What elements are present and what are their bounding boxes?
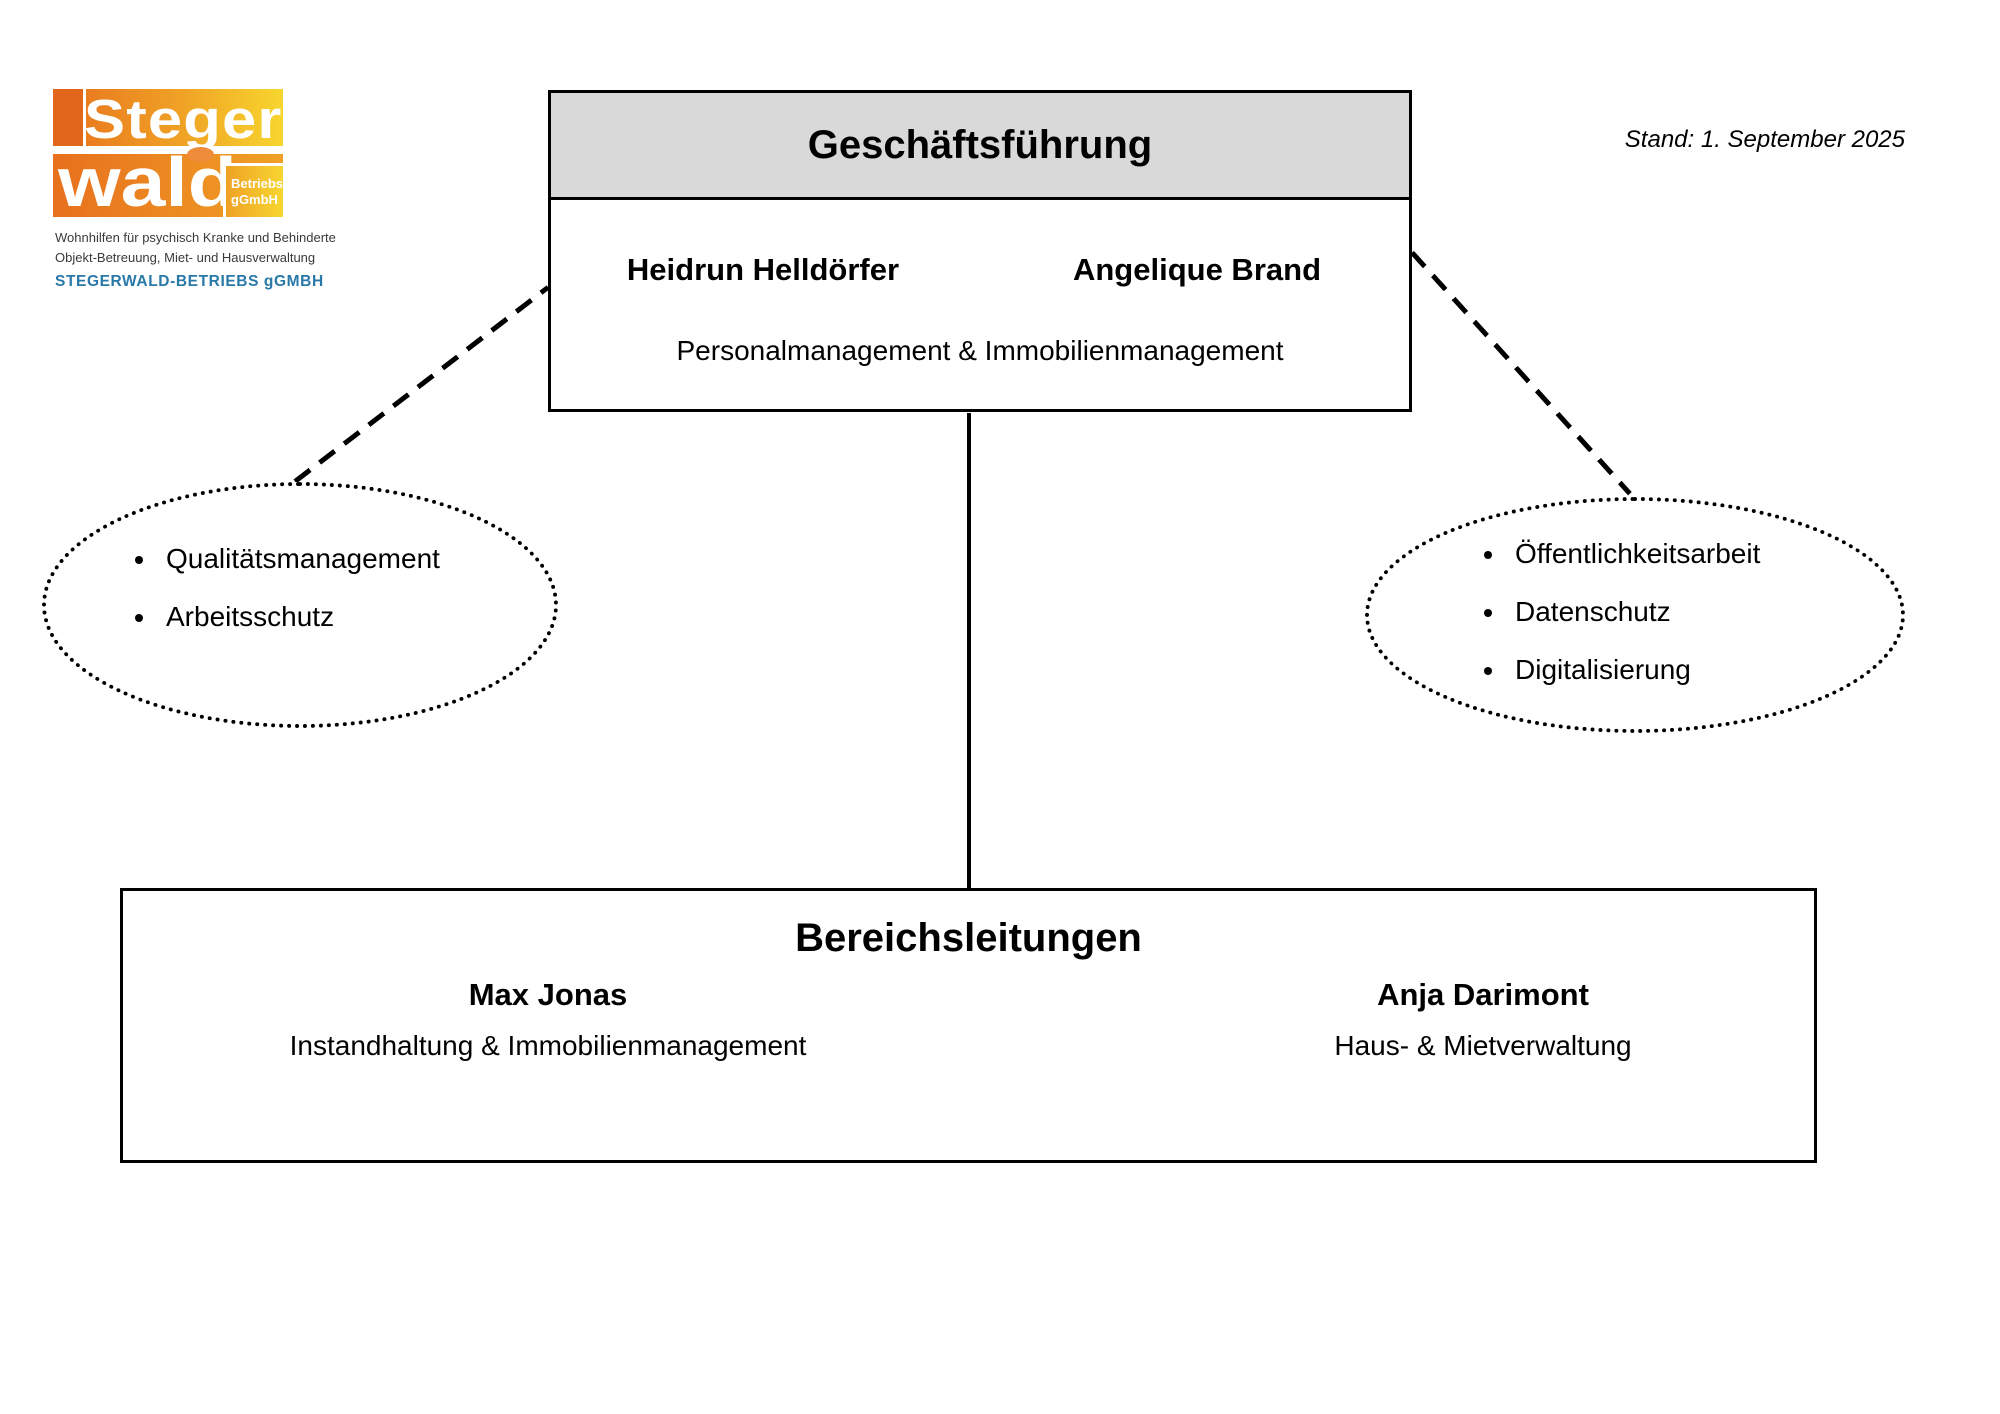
management-box-header: Geschäftsführung xyxy=(551,93,1409,200)
logo-badge-line1: Betriebs xyxy=(231,176,284,191)
list-item: Digitalisierung xyxy=(1507,653,1901,687)
logo-badge-line2: gGmbH xyxy=(231,192,278,207)
departments-title: Bereichsleitungen xyxy=(795,916,1142,960)
lead-name: Max Jonas xyxy=(468,977,628,1012)
vertical-connector xyxy=(967,413,971,888)
staff-list-right: Öffentlichkeitsarbeit Datenschutz Digita… xyxy=(1369,501,1901,687)
member-name: Heidrun Helldörfer xyxy=(626,252,900,287)
staff-list-left: Qualitätsmanagement Arbeitsschutz xyxy=(46,486,554,634)
departments-leads-row: Max Jonas Instandhaltung & Immobilienman… xyxy=(123,977,1814,1077)
staff-ellipse-right: Öffentlichkeitsarbeit Datenschutz Digita… xyxy=(1365,497,1905,733)
logo-betriebs-badge: Betriebs gGmbH xyxy=(223,163,283,217)
dashed-connector-right xyxy=(1410,250,1632,496)
lead-block: Max Jonas Instandhaltung & Immobilienman… xyxy=(123,977,973,1063)
management-title: Geschäftsführung xyxy=(807,122,1153,167)
list-item: Qualitätsmanagement xyxy=(158,542,554,576)
management-box: Geschäftsführung Heidrun Helldörfer Ange… xyxy=(548,90,1412,412)
logo-tagline-1: Wohnhilfen für psychisch Kranke und Behi… xyxy=(55,230,336,245)
logo-text-steger: Steger xyxy=(84,88,283,150)
departments-box: Bereichsleitungen Max Jonas Instandhaltu… xyxy=(120,888,1817,1163)
lead-area: Haus- & Mietverwaltung xyxy=(1334,1030,1632,1061)
stand-date: Stand: 1. September 2025 xyxy=(1624,126,1905,153)
lead-name: Anja Darimont xyxy=(1377,977,1589,1012)
logo-tagline-2: Objekt-Betreuung, Miet- und Hausverwaltu… xyxy=(55,250,316,265)
list-item: Arbeitsschutz xyxy=(158,600,554,634)
staff-ellipse-left: Qualitätsmanagement Arbeitsschutz xyxy=(42,482,558,728)
company-name: STEGERWALD-BETRIEBS gGMBH xyxy=(55,273,324,290)
lead-block: Anja Darimont Haus- & Mietverwaltung xyxy=(1123,977,1843,1063)
logo-dot-icon xyxy=(187,147,214,162)
logo-row-steger: Steger xyxy=(53,88,283,150)
logo-square-decoration xyxy=(53,89,83,146)
logo-gap-decoration xyxy=(83,89,86,146)
management-subtitle: Personalmanagement & Immobilienmanagemen… xyxy=(676,335,1284,366)
list-item: Datenschutz xyxy=(1507,595,1901,629)
lead-area: Instandhaltung & Immobilienmanagement xyxy=(289,1030,807,1061)
company-logo: Steger wald Betriebs gGmbH Wohnhilfen fü… xyxy=(53,89,353,304)
list-item: Öffentlichkeitsarbeit xyxy=(1507,537,1901,571)
logo-row-wald: wald Betriebs gGmbH xyxy=(53,147,283,217)
member-name: Angelique Brand xyxy=(1072,252,1321,287)
management-names-row: Heidrun Helldörfer Angelique Brand xyxy=(551,252,1409,288)
dashed-connector-left xyxy=(293,285,550,484)
